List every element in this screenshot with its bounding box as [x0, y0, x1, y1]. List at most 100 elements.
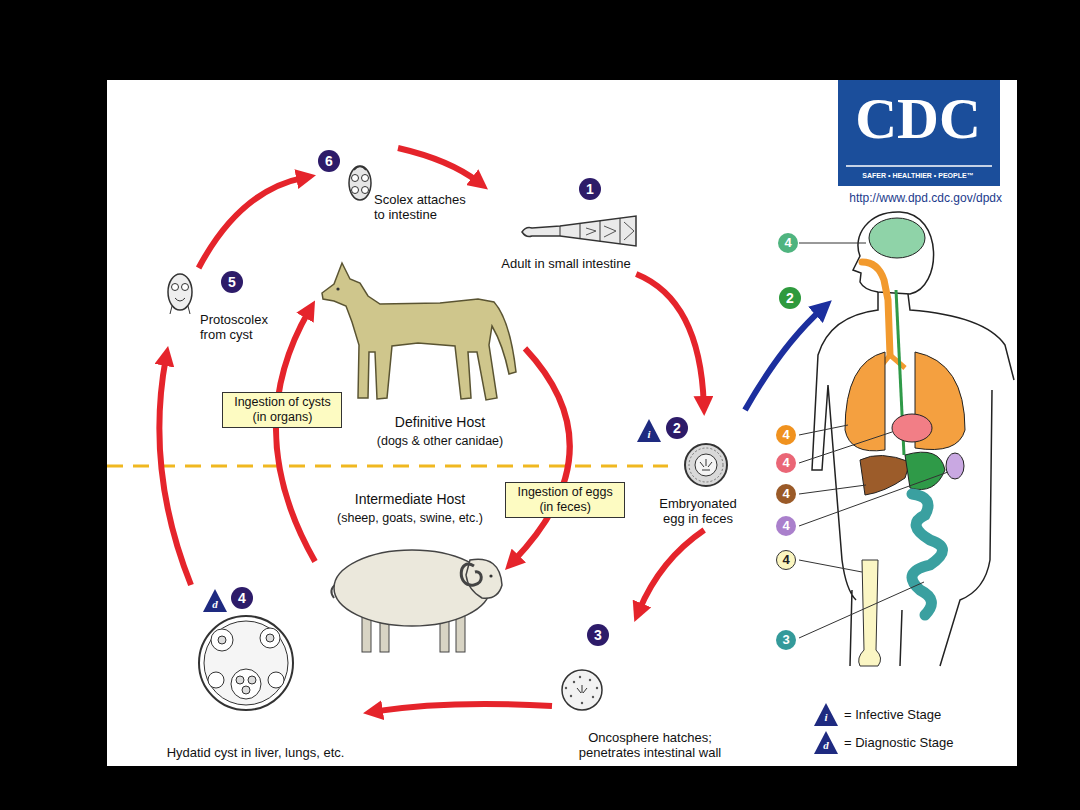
- cycle-arrow: [375, 704, 552, 711]
- logo-slogan: SAFER • HEALTHIER • PEOPLE™: [842, 171, 994, 181]
- adult-worm-figure: [522, 216, 636, 246]
- host-name: Intermediate Host: [315, 491, 505, 508]
- cdc-logo: [838, 80, 1000, 186]
- cycle-arrow: [639, 530, 704, 611]
- human-figure: [859, 560, 881, 666]
- stage-marker: i: [643, 428, 655, 441]
- callout-number: 3: [776, 630, 796, 650]
- callout-number: 4: [776, 484, 796, 504]
- scolex-figure: [354, 167, 366, 171]
- leader-lines: [799, 472, 948, 526]
- stage-number: 3: [587, 624, 609, 646]
- callout-number: 2: [779, 287, 801, 309]
- human-figure: [860, 455, 910, 495]
- hydatid-cyst-figure: [204, 621, 288, 705]
- cycle-arrow: [276, 311, 315, 562]
- cycle-arrow: [398, 148, 479, 182]
- stage-number: 6: [318, 150, 340, 172]
- cycle-arrow: [636, 274, 704, 404]
- dog-figure: [322, 263, 516, 400]
- stage-marker-triangle: [203, 419, 838, 754]
- oncosphere-figure: [581, 702, 583, 704]
- protoscolex-figure: [172, 284, 179, 291]
- hydatid-cyst-figure: [218, 636, 226, 644]
- stage-node: 2Embryonated egg in feces: [636, 416, 760, 530]
- human-figure: [853, 212, 934, 294]
- egg-figure: [685, 444, 727, 486]
- legend-text: = Diagnostic Stage: [844, 735, 953, 751]
- scolex-figure: [362, 187, 369, 194]
- hydatid-cyst-figure: [268, 672, 284, 688]
- human-figure: [912, 494, 943, 615]
- oncosphere-figure: [573, 681, 575, 683]
- human-figure: [869, 218, 925, 258]
- scolex-figure: [352, 175, 359, 182]
- sheep-figure: [461, 564, 481, 585]
- sheep-figure: [331, 550, 502, 652]
- scolex-figure: [349, 166, 371, 200]
- stage-marker-triangle: [637, 419, 661, 442]
- leader-lines: [799, 432, 892, 463]
- protoscolex-figure: [168, 274, 192, 310]
- human-figure: [892, 414, 932, 442]
- dog-figure: [322, 263, 516, 400]
- stage-label: Adult in small intestine: [488, 256, 644, 271]
- oncosphere-figure: [577, 685, 587, 693]
- hydatid-cyst-figure: [260, 628, 280, 648]
- cdc-logo: [838, 80, 1000, 186]
- transmission-arrow: [745, 309, 822, 410]
- protoscolex-figure: [182, 284, 189, 291]
- host-examples: (dogs & other canidae): [355, 434, 525, 449]
- stage-node: 5Protoscolex from cyst: [162, 268, 284, 346]
- edge-label: Ingestion of cysts (in organs): [222, 392, 342, 428]
- leader-lines: [799, 243, 948, 638]
- human-figure: [905, 452, 945, 489]
- adult-worm-figure: [580, 223, 581, 238]
- hydatid-cyst-figure: [199, 616, 293, 710]
- legend-text: = Infective Stage: [844, 707, 941, 723]
- callout-number: 4: [776, 550, 796, 570]
- oncosphere-figure: [565, 687, 567, 689]
- human-figure: [862, 262, 890, 355]
- hydatid-cyst-figure: [248, 676, 256, 684]
- hydatid-cyst-figure: [211, 629, 233, 651]
- stage-node: 4Hydatid cyst in liver, lungs, etc.: [148, 585, 363, 763]
- host-examples: (sheep, goats, swine, etc.): [315, 511, 505, 526]
- sheep-figure: [334, 550, 490, 626]
- adult-worm-figure: [522, 216, 636, 246]
- hydatid-cyst-figure: [242, 686, 250, 694]
- leader-lines: [799, 582, 924, 638]
- callout-number: 4: [776, 516, 796, 536]
- adult-worm-figure: [620, 218, 621, 244]
- adult-worm-figure: [560, 226, 561, 236]
- adult-worm-figure: [586, 222, 634, 240]
- callout-number: 4: [776, 425, 796, 445]
- human-figure: [812, 292, 1014, 666]
- hydatid-cyst-figure: [208, 672, 224, 688]
- egg-figure: [695, 454, 717, 476]
- stage-marker-triangle: [203, 589, 227, 612]
- scolex-figure: [362, 175, 369, 182]
- leader-lines: [799, 243, 866, 244]
- host-node: Intermediate Host (sheep, goats, swine, e…: [315, 485, 505, 655]
- oncosphere-figure: [562, 670, 602, 710]
- egg-figure: [689, 448, 723, 482]
- scolex-figure: [352, 187, 359, 194]
- white-panel: [107, 80, 1017, 766]
- protoscolex-figure: [168, 274, 192, 314]
- cdc-logo: [846, 165, 992, 167]
- oncosphere-figure: [570, 695, 572, 697]
- logo-letters: CDC: [842, 86, 994, 152]
- stage-label: Protoscolex from cyst: [200, 312, 282, 342]
- edge-label: Ingestion of eggs (in feces): [505, 482, 625, 518]
- hydatid-cyst-figure: [236, 676, 244, 684]
- cycle-arrow: [159, 358, 191, 585]
- stage-label: Embryonated egg in feces: [650, 496, 746, 526]
- human-figure: [946, 453, 964, 479]
- cycle-arrow: [199, 178, 305, 268]
- protoscolex-figure: [170, 298, 190, 314]
- stage-number: 4: [231, 587, 253, 609]
- dog-figure: [336, 287, 339, 290]
- leader-lines: [799, 425, 848, 435]
